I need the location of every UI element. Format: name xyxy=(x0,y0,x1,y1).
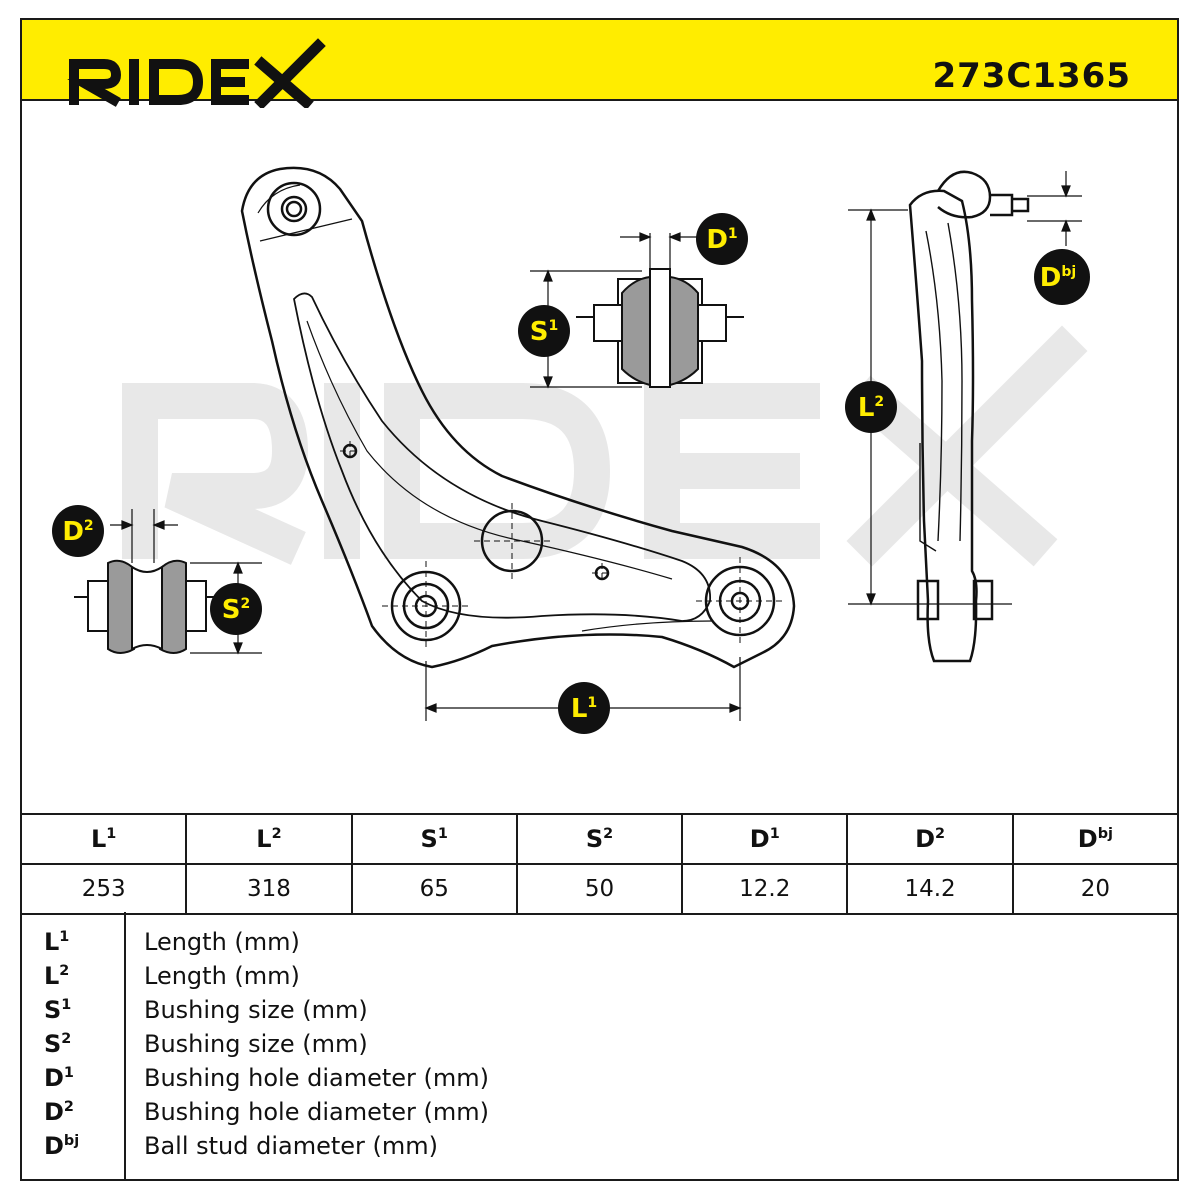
bushing-s2 xyxy=(74,559,220,654)
table-header-cell: S2 xyxy=(515,813,684,865)
table-cell: 318 xyxy=(185,863,353,915)
legend-key: L1 xyxy=(44,928,70,956)
legend-description: Bushing hole diameter (mm) xyxy=(144,1098,489,1126)
legend-item: S2 Bushing size (mm) xyxy=(20,1030,1179,1064)
table-header-row: L1 L2 S1 S2 D1 D2 Dbj xyxy=(19,813,1180,865)
table-header-cell: D1 xyxy=(681,813,849,865)
svg-text:D2: D2 xyxy=(62,517,93,547)
svg-text:D1: D1 xyxy=(706,225,737,255)
bushing-s1 xyxy=(576,268,744,388)
table-header-cell: L2 xyxy=(185,813,353,865)
table-header-cell: Dbj xyxy=(1011,813,1180,865)
legend-description: Bushing hole diameter (mm) xyxy=(144,1064,489,1092)
table-cell: 20 xyxy=(1011,863,1180,915)
legend-key: S2 xyxy=(44,1030,72,1058)
svg-text:Dbj: Dbj xyxy=(1040,263,1076,293)
legend-key: L2 xyxy=(44,962,70,990)
svg-text:L2: L2 xyxy=(858,393,884,423)
legend-item: D1 Bushing hole diameter (mm) xyxy=(20,1064,1179,1098)
table-header-cell: D2 xyxy=(846,813,1014,865)
table-cell: 14.2 xyxy=(846,863,1014,915)
callout-l2: L2 xyxy=(845,381,897,433)
legend-item: Dbj Ball stud diameter (mm) xyxy=(20,1132,1179,1166)
legend-item: L2 Length (mm) xyxy=(20,962,1179,996)
legend: L1 Length (mm) L2 Length (mm) S1 Bushing… xyxy=(20,912,1179,1181)
callout-l1: L1 xyxy=(558,682,610,734)
callout-d2: D2 xyxy=(52,505,104,557)
legend-description: Length (mm) xyxy=(144,962,300,990)
table-value-row: 253 318 65 50 12.2 14.2 20 xyxy=(19,863,1180,915)
svg-text:S1: S1 xyxy=(530,317,558,347)
legend-item: S1 Bushing size (mm) xyxy=(20,996,1179,1030)
legend-item: L1 Length (mm) xyxy=(20,928,1179,962)
callout-s2: S2 xyxy=(210,583,262,635)
technical-drawing: D1 S1 D2 S2 L1 L2 Dbj xyxy=(52,166,1090,734)
legend-item: D2 Bushing hole diameter (mm) xyxy=(20,1098,1179,1132)
table-header-cell: S1 xyxy=(350,813,518,865)
svg-text:L1: L1 xyxy=(571,694,597,724)
table-header-cell: L1 xyxy=(19,813,188,865)
header-bar: 273C1365 xyxy=(20,18,1179,108)
callout-d1: D1 xyxy=(696,213,748,265)
legend-divider xyxy=(124,912,126,1181)
table-cell: 253 xyxy=(19,863,188,915)
dimensions-table: L1 L2 S1 S2 D1 D2 Dbj 253 318 65 50 12.2… xyxy=(19,813,1180,915)
part-number: 273C1365 xyxy=(932,56,1131,96)
legend-key: Dbj xyxy=(44,1132,80,1160)
table-cell: 65 xyxy=(350,863,518,915)
callout-s1: S1 xyxy=(518,305,570,357)
control-arm-side-view xyxy=(908,170,1030,663)
legend-key: D1 xyxy=(44,1064,74,1092)
legend-description: Ball stud diameter (mm) xyxy=(144,1132,439,1160)
dimension-dbj xyxy=(1027,171,1082,246)
legend-key: D2 xyxy=(44,1098,74,1126)
legend-description: Length (mm) xyxy=(144,928,300,956)
legend-description: Bushing size (mm) xyxy=(144,996,368,1024)
brand-logo xyxy=(67,38,326,108)
callout-dbj: Dbj xyxy=(1034,249,1090,305)
svg-text:S2: S2 xyxy=(222,595,250,625)
ridex-watermark xyxy=(122,325,1088,567)
legend-key: S1 xyxy=(44,996,72,1024)
table-cell: 12.2 xyxy=(681,863,849,915)
table-cell: 50 xyxy=(515,863,684,915)
legend-description: Bushing size (mm) xyxy=(144,1030,368,1058)
